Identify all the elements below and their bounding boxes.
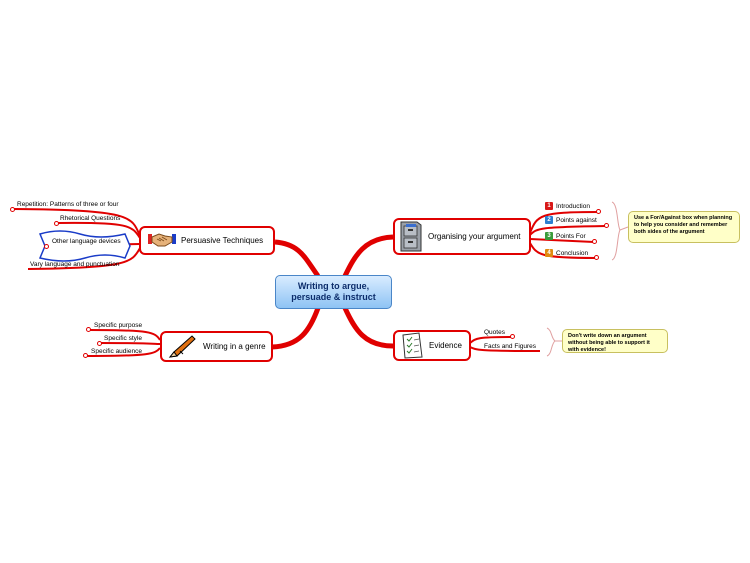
note-connector-organising — [619, 226, 629, 231]
line-style — [99, 342, 161, 345]
central-topic-line2: persuade & instruct — [291, 292, 376, 302]
line-introduction — [529, 211, 599, 234]
line-vary — [27, 247, 141, 270]
line-repetition — [13, 208, 141, 237]
central-topic[interactable]: Writing to argue, persuade & instruct — [275, 275, 392, 309]
leaf-conclusion[interactable]: Conclusion — [556, 250, 589, 257]
expand-dot-other[interactable] — [44, 244, 49, 249]
expand-dot-conclusion[interactable] — [594, 255, 599, 260]
leaf-facts[interactable]: Facts and Figures — [484, 343, 537, 350]
branch-genre-label: Writing in a genre — [203, 342, 266, 351]
expand-dot-points-for[interactable] — [592, 239, 597, 244]
note-for-against[interactable]: Use a For/Against box when planning to h… — [628, 211, 740, 243]
expand-dot-introduction[interactable] — [596, 209, 601, 214]
leaf-introduction[interactable]: Introduction — [556, 203, 590, 210]
filing-cabinet-icon — [400, 221, 422, 252]
badge-conclusion: 4 — [545, 249, 553, 257]
line-audience — [86, 347, 161, 357]
connector-evidence — [342, 306, 394, 349]
leaf-audience[interactable]: Specific audience — [91, 348, 142, 355]
expand-dot-audience[interactable] — [83, 353, 88, 358]
leaf-points-for[interactable]: Points For — [556, 233, 586, 240]
badge-points-against: 2 — [545, 216, 553, 224]
wavy-highlight — [38, 230, 131, 262]
checklist-icon — [402, 332, 423, 359]
expand-dot-quotes[interactable] — [510, 334, 515, 339]
line-purpose — [89, 329, 161, 341]
note-evidence[interactable]: Don't write down an argument without bei… — [562, 329, 668, 353]
line-points-for — [529, 238, 595, 243]
handshake-icon — [145, 233, 179, 247]
expand-dot-rhetorical[interactable] — [54, 221, 59, 226]
leaf-other-devices[interactable]: Other language devices — [52, 238, 121, 245]
leaf-style[interactable]: Specific style — [104, 335, 142, 342]
line-quotes — [469, 336, 513, 344]
line-facts — [469, 346, 541, 352]
badge-introduction: 1 — [545, 202, 553, 210]
badge-points-for: 3 — [545, 232, 553, 240]
expand-dot-purpose[interactable] — [86, 327, 91, 332]
connector-persuasive — [274, 239, 321, 278]
branch-persuasive-label: Persuasive Techniques — [181, 236, 264, 245]
branch-evidence-label: Evidence — [429, 341, 462, 350]
line-conclusion — [529, 242, 597, 259]
pen-icon — [168, 335, 196, 358]
expand-dot-style[interactable] — [97, 341, 102, 346]
leaf-rhetorical[interactable]: Rhetorical Questions — [60, 215, 121, 222]
leaf-points-against[interactable]: Points against — [556, 217, 597, 224]
connector-genre — [271, 307, 321, 350]
line-points-against — [529, 225, 607, 236]
branch-organising-label: Organising your argument — [428, 232, 521, 241]
expand-dot-points-against[interactable] — [604, 223, 609, 228]
boundary-organising — [611, 201, 621, 261]
leaf-quotes[interactable]: Quotes — [484, 329, 505, 336]
leaf-purpose[interactable]: Specific purpose — [94, 322, 143, 329]
boundary-evidence — [546, 327, 556, 357]
central-topic-line1: Writing to argue, — [297, 281, 370, 291]
connector-organising — [342, 234, 394, 278]
leaf-vary[interactable]: Vary language and punctuation — [30, 261, 120, 268]
leaf-repetition[interactable]: Repetition: Patterns of three or four — [17, 201, 119, 208]
expand-dot-repetition[interactable] — [10, 207, 15, 212]
line-rhetorical — [57, 221, 141, 239]
branch-genre[interactable]: Writing in a genre — [160, 331, 273, 362]
